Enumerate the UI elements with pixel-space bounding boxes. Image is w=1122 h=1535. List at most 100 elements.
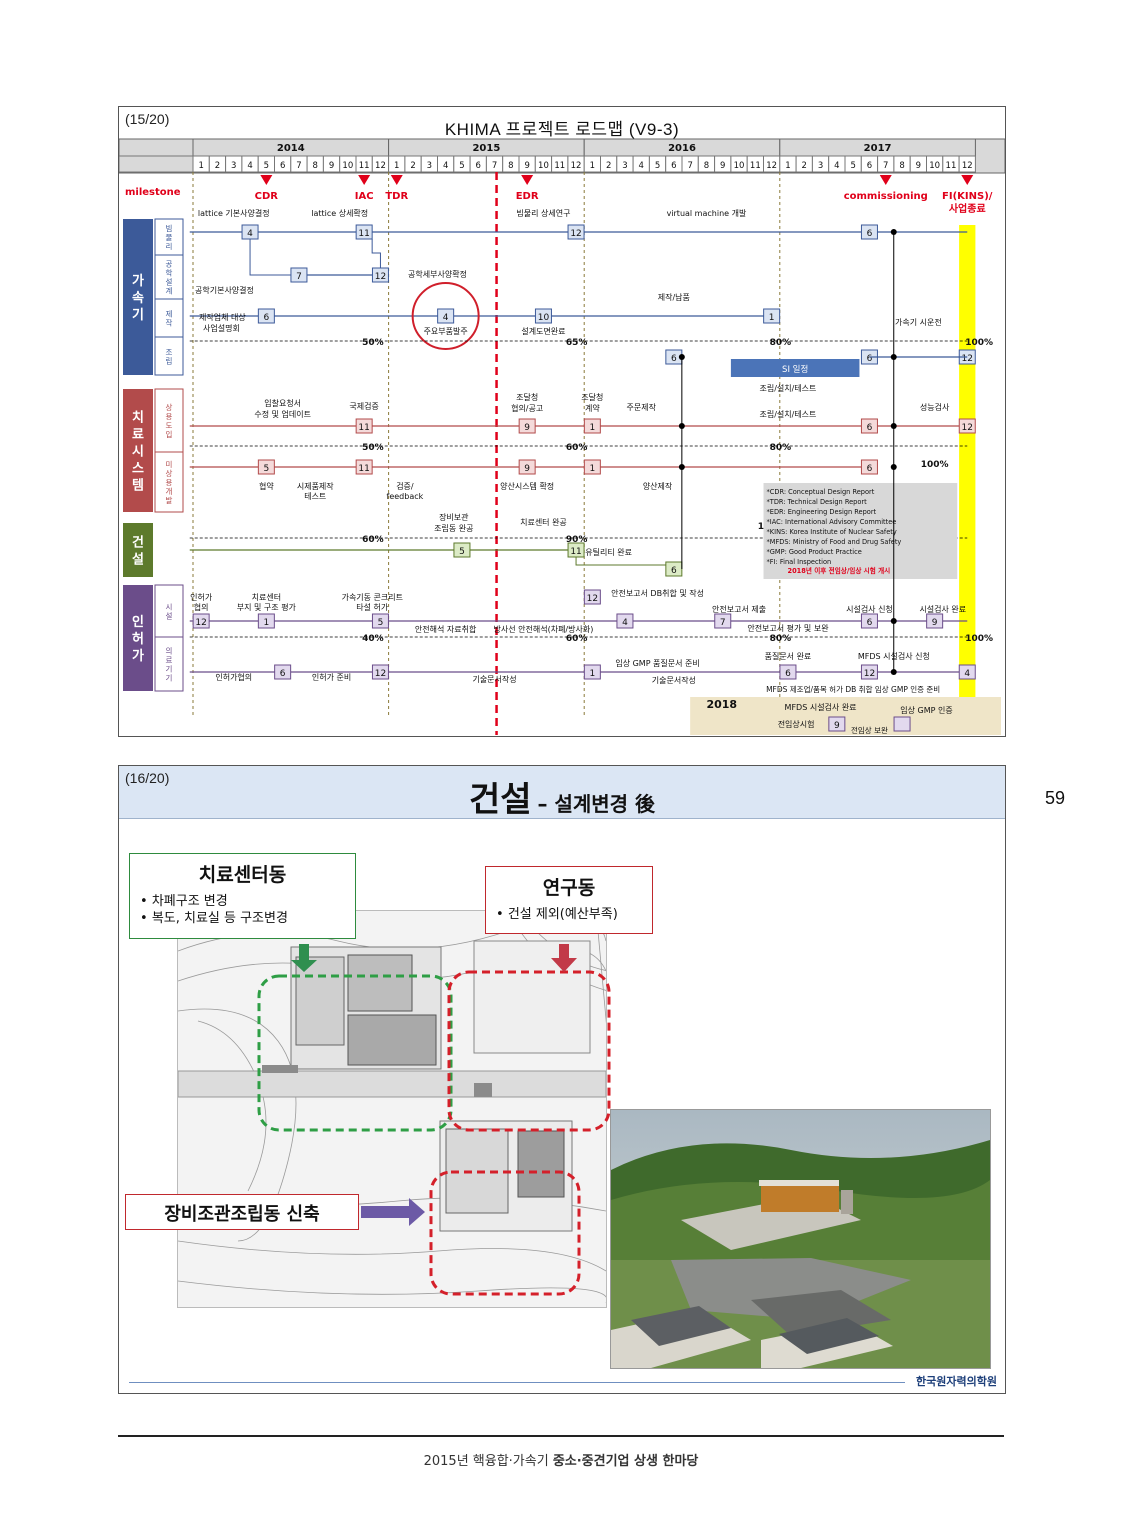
box-label: 6 bbox=[867, 229, 873, 239]
milestone-label: 사업종료 bbox=[949, 202, 986, 215]
year-label: 2017 bbox=[864, 143, 892, 154]
percent-label: 60% bbox=[362, 535, 384, 545]
box-label: 9 bbox=[834, 721, 840, 731]
month-label: 12 bbox=[766, 161, 777, 171]
row-label: 입 bbox=[166, 430, 173, 439]
row-label: 기 bbox=[166, 674, 173, 683]
legend-item: *KINS: Korea Institute of Nuclear Safety bbox=[767, 528, 897, 536]
month-label: 11 bbox=[946, 161, 957, 171]
task-label: 조달청 bbox=[581, 393, 603, 402]
box-label: 6 bbox=[263, 313, 269, 323]
percent-label: 80% bbox=[770, 634, 792, 644]
row-label: 물 bbox=[166, 233, 173, 242]
month-label: 10 bbox=[734, 161, 745, 171]
box-label: 9 bbox=[932, 618, 938, 628]
month-label: 3 bbox=[622, 161, 627, 171]
connector-dot bbox=[891, 464, 897, 470]
task-label: 국제검증 bbox=[349, 401, 378, 411]
box-label: 9 bbox=[524, 423, 530, 433]
box-label: 12 bbox=[864, 669, 875, 679]
task-label: 협의/공고 bbox=[511, 403, 543, 413]
title-sub: – 설계변경 後 bbox=[538, 792, 656, 816]
box-label: 12 bbox=[375, 272, 386, 282]
box-label: 6 bbox=[280, 669, 286, 679]
legend-item: *EDR: Engineering Design Report bbox=[767, 508, 877, 516]
box-label: 5 bbox=[378, 618, 384, 628]
month-label: 6 bbox=[476, 161, 481, 171]
task-label: 수정 및 업데이트 bbox=[254, 409, 311, 419]
task-label: 제작업체 대상 bbox=[199, 312, 246, 322]
task-label: 주문제작 bbox=[627, 402, 657, 412]
row-label: 조 bbox=[166, 348, 173, 357]
connector-dot bbox=[679, 354, 685, 360]
month-label: 4 bbox=[247, 161, 252, 171]
connector-dot bbox=[891, 669, 897, 675]
year-label: 2014 bbox=[277, 143, 305, 154]
task-label: 안전보고서 제출 bbox=[712, 604, 766, 614]
month-label: 6 bbox=[867, 161, 872, 171]
callout-list: 차폐구조 변경 복도, 치료실 등 구조변경 bbox=[136, 893, 355, 927]
timeline-line bbox=[250, 239, 291, 275]
row-label: 료 bbox=[166, 656, 173, 665]
group-label: 속 bbox=[132, 291, 144, 306]
month-label: 9 bbox=[524, 161, 529, 171]
box-label: 6 bbox=[671, 566, 677, 576]
month-label: 9 bbox=[329, 161, 334, 171]
box-label: 9 bbox=[524, 464, 530, 474]
month-label: 3 bbox=[231, 161, 236, 171]
task-label: 기술문서작성 bbox=[472, 674, 516, 684]
task-label: 장비보관 bbox=[439, 512, 469, 522]
milestone-marker bbox=[391, 175, 403, 185]
task-label: 인허가 bbox=[190, 592, 213, 602]
task-label: 설계도면완료 bbox=[521, 326, 565, 336]
milestone-label: TDR bbox=[385, 191, 408, 202]
month-label: 7 bbox=[492, 161, 497, 171]
task-label: lattice 상세확정 bbox=[311, 208, 368, 218]
month-label: 1 bbox=[590, 161, 595, 171]
box-label: 1 bbox=[589, 464, 595, 474]
milestone-marker bbox=[521, 175, 533, 185]
percent-label: 50% bbox=[362, 338, 384, 348]
month-label: 10 bbox=[929, 161, 940, 171]
task-label: 부지 및 구조 평가 bbox=[237, 602, 297, 612]
month-label: 1 bbox=[785, 161, 790, 171]
task-label: lattice 기본사양결정 bbox=[198, 208, 270, 218]
row-label: 상 bbox=[166, 402, 173, 412]
task-label: 임상 GMP 품질문서 준비 bbox=[615, 658, 699, 668]
box-label: 4 bbox=[964, 669, 970, 679]
row-label: 의 bbox=[166, 646, 173, 656]
task-label: 안전보고서 평가 및 보완 bbox=[747, 623, 829, 633]
slide-title: 건설– 설계변경 後 bbox=[119, 772, 1005, 821]
box-label: 12 bbox=[570, 229, 581, 239]
row-label: 빔 bbox=[166, 223, 173, 233]
connector-dot bbox=[891, 423, 897, 429]
group-label: 시 bbox=[132, 445, 144, 460]
task-label: 전임상시험 bbox=[778, 719, 815, 729]
callout-therapy-center: 치료센터동 차폐구조 변경 복도, 치료실 등 구조변경 bbox=[129, 853, 356, 939]
milestone-label: CDR bbox=[255, 191, 279, 202]
legend-item: *CDR: Conceptual Design Report bbox=[767, 488, 875, 496]
month-label: 7 bbox=[687, 161, 692, 171]
month-label: 8 bbox=[899, 161, 904, 171]
row-label: 발 bbox=[166, 496, 173, 505]
month-label: 2 bbox=[215, 161, 220, 171]
milestone-label: IAC bbox=[355, 191, 374, 202]
month-label: 6 bbox=[280, 161, 285, 171]
month-label: 12 bbox=[962, 161, 973, 171]
row-label: 립 bbox=[166, 357, 173, 366]
box-label: 6 bbox=[785, 669, 791, 679]
month-label: 3 bbox=[427, 161, 432, 171]
task-label: 방사선 안전해석(차폐/방사화) bbox=[494, 624, 594, 634]
footer-rule bbox=[118, 1435, 1004, 1437]
month-label: 8 bbox=[508, 161, 513, 171]
box-label: 12 bbox=[962, 354, 973, 364]
row-label: 계 bbox=[166, 286, 173, 296]
task-label: 인허가 준비 bbox=[312, 672, 351, 682]
row-label: 설 bbox=[166, 612, 173, 621]
box-label: 12 bbox=[195, 618, 206, 628]
row-label: 작 bbox=[166, 318, 173, 328]
connector-dot bbox=[891, 618, 897, 624]
group-label: 료 bbox=[132, 428, 144, 443]
row-label: 기 bbox=[166, 665, 173, 674]
